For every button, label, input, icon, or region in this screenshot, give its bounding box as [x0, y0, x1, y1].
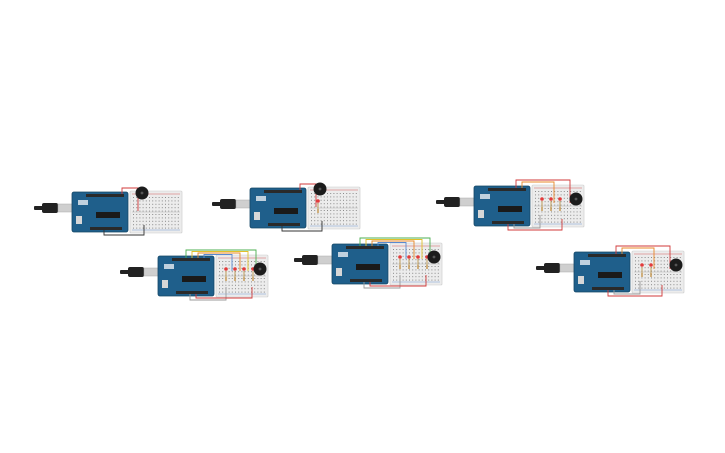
- led-icon[interactable]: [640, 263, 644, 277]
- piezo-buzzer-icon[interactable]: [669, 258, 683, 272]
- piezo-buzzer-icon[interactable]: [427, 250, 441, 264]
- usb-cable-icon[interactable]: [294, 255, 333, 265]
- usb-cable-icon[interactable]: [212, 199, 251, 209]
- circuit-drawing: [536, 245, 685, 297]
- arduino-uno-icon[interactable]: [71, 191, 129, 233]
- circuit-3[interactable]: [436, 179, 591, 232]
- led-icon[interactable]: [540, 197, 544, 211]
- arduino-uno-icon[interactable]: [331, 243, 389, 285]
- circuit-4[interactable]: [120, 249, 275, 302]
- wires: [281, 183, 323, 232]
- circuit-drawing: [120, 249, 269, 301]
- wires: [103, 187, 145, 236]
- arduino-uno-icon[interactable]: [249, 187, 307, 229]
- led-icon[interactable]: [549, 197, 553, 211]
- led-icon[interactable]: [233, 267, 237, 281]
- led-icon[interactable]: [558, 197, 562, 211]
- led-icon[interactable]: [649, 263, 653, 277]
- piezo-buzzer-icon[interactable]: [569, 192, 583, 206]
- breadboard-icon[interactable]: [129, 190, 183, 234]
- circuit-5[interactable]: [294, 237, 449, 290]
- breadboard-icon[interactable]: [215, 254, 269, 298]
- usb-cable-icon[interactable]: [34, 203, 73, 213]
- led-icon[interactable]: [224, 267, 228, 281]
- breadboard-icon[interactable]: [307, 186, 361, 230]
- piezo-buzzer-icon[interactable]: [253, 262, 267, 276]
- circuit-1[interactable]: [34, 186, 189, 238]
- led-icon[interactable]: [407, 255, 411, 269]
- piezo-buzzer-icon[interactable]: [313, 182, 327, 196]
- arduino-uno-icon[interactable]: [573, 251, 631, 293]
- wires: [185, 249, 257, 301]
- arduino-uno-icon[interactable]: [157, 255, 215, 297]
- led-icon[interactable]: [316, 199, 320, 213]
- led-icon[interactable]: [398, 255, 402, 269]
- wires: [607, 245, 671, 297]
- breadboard-icon[interactable]: [389, 242, 443, 286]
- piezo-buzzer-icon[interactable]: [135, 186, 149, 200]
- led-icon[interactable]: [416, 255, 420, 269]
- wires: [507, 179, 571, 231]
- circuit-6[interactable]: [536, 245, 691, 298]
- arduino-uno-icon[interactable]: [473, 185, 531, 227]
- circuit-drawing: [212, 182, 361, 232]
- circuit-2[interactable]: [212, 182, 367, 234]
- circuit-drawing: [294, 237, 443, 289]
- circuit-drawing: [34, 186, 183, 236]
- usb-cable-icon[interactable]: [536, 263, 575, 273]
- circuit-drawing: [436, 179, 585, 231]
- wires: [359, 237, 431, 289]
- usb-cable-icon[interactable]: [120, 267, 159, 277]
- usb-cable-icon[interactable]: [436, 197, 475, 207]
- led-icon[interactable]: [242, 267, 246, 281]
